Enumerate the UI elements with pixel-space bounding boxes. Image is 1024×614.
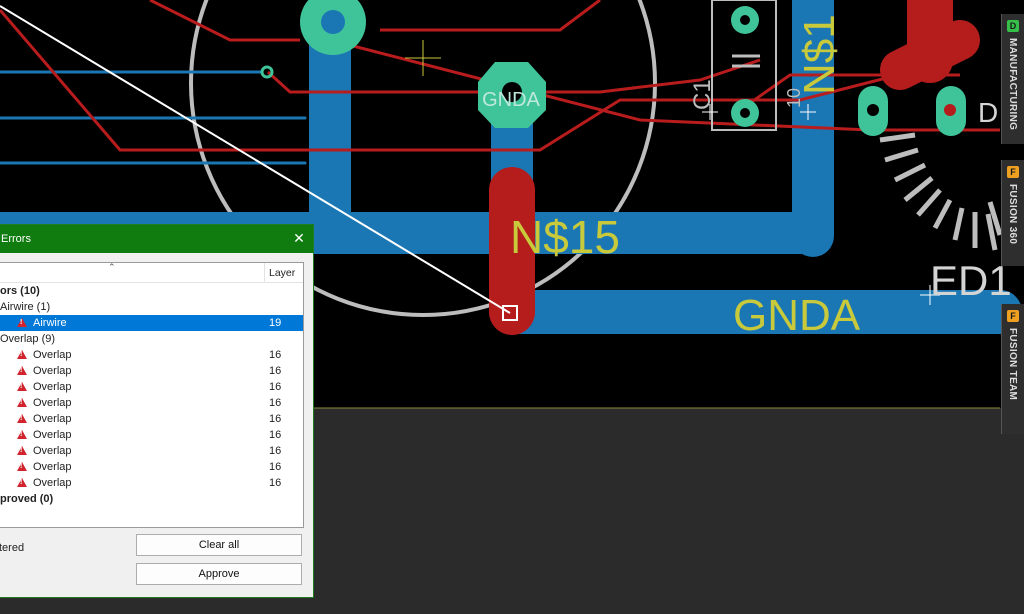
warning-icon (17, 350, 27, 359)
component-outline-circle (189, 0, 657, 317)
red-trace-top-right (880, 20, 980, 90)
item-label: Overlap (33, 429, 72, 441)
group-overlap[interactable]: Overlap (9) (0, 331, 303, 347)
item-layer: 19 (269, 317, 282, 329)
item-layer: 16 (269, 349, 282, 361)
airwire-line[interactable] (0, 5, 511, 314)
tab-fusion-360-label: FUSION 360 (1007, 184, 1018, 245)
warning-icon (17, 318, 27, 327)
item-label: Overlap (33, 397, 72, 409)
fusion-360-icon: F (1007, 166, 1019, 178)
tab-manufacturing[interactable]: D MANUFACTURING (1001, 14, 1024, 144)
approve-button[interactable]: Approve (136, 563, 302, 585)
warning-icon (17, 398, 27, 407)
label-10: 10 (784, 88, 804, 108)
item-label: Overlap (33, 381, 72, 393)
dialog-title-bar[interactable]: Errors ✕ (0, 225, 313, 253)
manufacturing-icon: D (1007, 20, 1019, 32)
heatsink-ring (879, 132, 1003, 251)
chevron-up-icon[interactable]: ⌃ (108, 262, 116, 272)
error-list[interactable]: ⌃ Layer ors (10) Airwire (1) Airwire 19 … (0, 262, 304, 528)
tab-fusion-360[interactable]: F FUSION 360 (1001, 160, 1024, 266)
filtered-checkbox-label[interactable]: tered (0, 542, 25, 554)
list-item-overlap[interactable]: Overlap 16 (0, 411, 303, 427)
c1-outline (711, 0, 777, 131)
label-ed1: ED1 (930, 257, 1012, 304)
item-layer: 16 (269, 429, 282, 441)
item-layer: 16 (269, 397, 282, 409)
list-item-overlap[interactable]: Overlap 16 (0, 395, 303, 411)
group-approved-label: proved (0) (0, 493, 54, 505)
label-c1: C1 (689, 79, 716, 110)
list-item-overlap[interactable]: Overlap 16 (0, 427, 303, 443)
list-header: ⌃ Layer (0, 263, 303, 283)
item-label: Overlap (33, 477, 72, 489)
fusion-team-icon: F (1007, 310, 1019, 322)
warning-icon (17, 446, 27, 455)
list-item-overlap[interactable]: Overlap 16 (0, 347, 303, 363)
item-label: Overlap (33, 461, 72, 473)
warning-icon (17, 462, 27, 471)
label-n1: N$1 (795, 14, 844, 95)
item-layer: 16 (269, 461, 282, 473)
column-separator[interactable] (264, 263, 265, 282)
list-item-overlap[interactable]: Overlap 16 (0, 459, 303, 475)
group-airwire[interactable]: Airwire (1) (0, 299, 303, 315)
drc-errors-dialog: Errors ✕ ⌃ Layer ors (10) Airwire (1) Ai… (0, 224, 314, 598)
list-item-overlap[interactable]: Overlap 16 (0, 475, 303, 491)
item-layer: 16 (269, 365, 282, 377)
item-label: Airwire (33, 317, 67, 329)
net-label-gnda: GNDA (733, 291, 861, 340)
group-airwire-label: Airwire (1) (0, 301, 51, 313)
group-overlap-label: Overlap (9) (0, 333, 56, 345)
net-label-n15: N$15 (510, 211, 620, 263)
clear-all-button[interactable]: Clear all (136, 534, 302, 556)
group-approved[interactable]: proved (0) (0, 491, 303, 507)
group-errors-label: ors (10) (0, 285, 40, 297)
group-errors[interactable]: ors (10) (0, 283, 303, 299)
item-label: Overlap (33, 445, 72, 457)
warning-icon (17, 430, 27, 439)
airwire-end-marker[interactable] (502, 305, 518, 321)
list-item-overlap[interactable]: Overlap 16 (0, 443, 303, 459)
tab-fusion-team-label: FUSION TEAM (1007, 328, 1018, 401)
tab-fusion-team[interactable]: F FUSION TEAM (1001, 304, 1024, 434)
origin-crosses (405, 40, 441, 76)
item-label: Overlap (33, 349, 72, 361)
warning-icon (17, 478, 27, 487)
item-layer: 16 (269, 413, 282, 425)
dialog-title: Errors (1, 233, 31, 245)
pads (260, 0, 966, 136)
column-header-layer[interactable]: Layer (269, 267, 296, 279)
list-item-overlap[interactable]: Overlap 16 (0, 379, 303, 395)
item-label: Overlap (33, 413, 72, 425)
list-item-airwire[interactable]: Airwire 19 (0, 315, 303, 331)
tab-manufacturing-label: MANUFACTURING (1007, 38, 1018, 131)
label-d: D (978, 97, 998, 128)
warning-icon (17, 366, 27, 375)
item-layer: 16 (269, 381, 282, 393)
item-layer: 16 (269, 445, 282, 457)
item-label: Overlap (33, 365, 72, 377)
warning-icon (17, 414, 27, 423)
list-item-overlap[interactable]: Overlap 16 (0, 363, 303, 379)
warning-icon (17, 382, 27, 391)
close-icon[interactable]: ✕ (293, 230, 305, 246)
item-layer: 16 (269, 477, 282, 489)
white-crosses (702, 104, 940, 305)
gnda-pad-label: GNDA (482, 89, 540, 111)
bottom-layer-traces (0, 0, 1022, 334)
